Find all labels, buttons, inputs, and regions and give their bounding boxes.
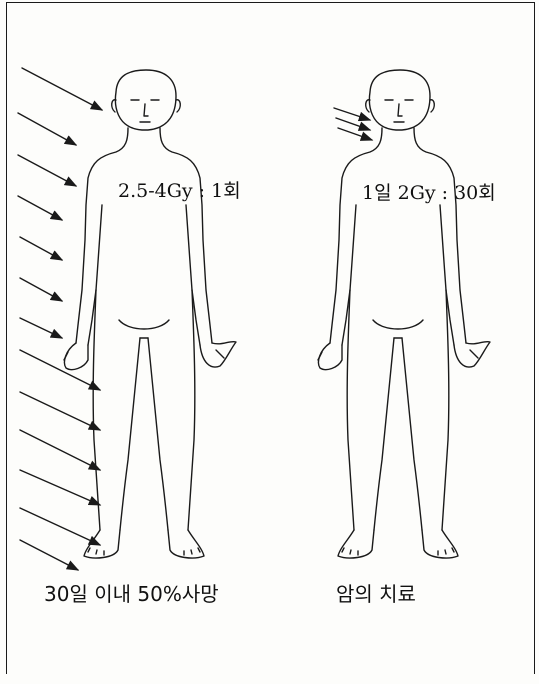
localized-radiation-arrows — [334, 108, 372, 140]
right-dose-label: 1일 2Gy : 30회 — [362, 178, 496, 205]
left-caption: 30일 이내 50%사망 — [44, 578, 219, 607]
right-human-figure — [318, 70, 490, 558]
left-dose-label: 2.5-4Gy : 1회 — [118, 176, 241, 203]
right-caption: 암의 치료 — [336, 578, 416, 607]
whole-body-radiation-arrows — [18, 68, 102, 570]
left-human-figure — [64, 70, 236, 558]
